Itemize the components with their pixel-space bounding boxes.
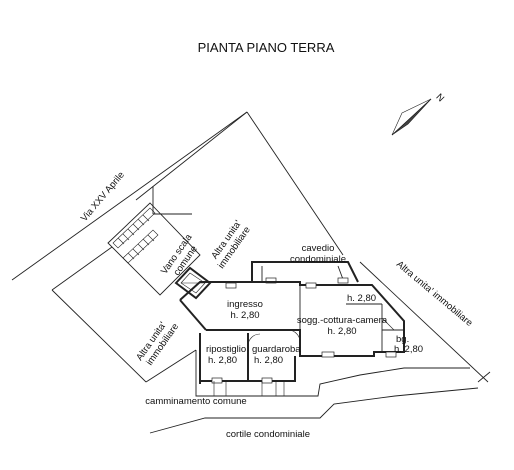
svg-text:cavedio: cavedio <box>302 243 335 254</box>
ingresso-label: ingresso h. 2,80 <box>227 299 263 321</box>
svg-text:condominiale: condominiale <box>290 254 346 265</box>
bagno-label: bg. h. 2,80 <box>394 334 423 355</box>
svg-text:h. 2,80: h. 2,80 <box>394 344 423 355</box>
soggiorno-height-top: h. 2,80 <box>347 293 376 304</box>
cavedio-label: cavedio condominiale <box>290 243 346 265</box>
svg-text:ingresso: ingresso <box>227 299 263 310</box>
other-unit-right-label: Altra unita' immobiliare <box>394 259 474 329</box>
site-context-lines <box>11 111 491 383</box>
common-stairwell <box>107 202 201 296</box>
walkway-lines <box>149 350 479 434</box>
svg-text:h. 2,80: h. 2,80 <box>208 355 237 366</box>
other-unit-top-label: Altra unita' immobiliare <box>209 218 253 271</box>
svg-text:bg.: bg. <box>396 334 409 345</box>
soggiorno-label: sogg.-cottura-camera h. 2,80 <box>297 315 388 337</box>
street-label: Via XXV Aprile <box>79 170 127 224</box>
plan-title: PIANTA PIANO TERRA <box>198 40 335 55</box>
apartment-walls <box>179 281 405 384</box>
svg-text:h. 2,80: h. 2,80 <box>254 355 283 366</box>
svg-text:h. 2,80: h. 2,80 <box>230 310 259 321</box>
north-arrow-icon: N <box>391 92 446 136</box>
other-unit-left-label: Altra unita' immobiliare <box>134 320 181 368</box>
north-label: N <box>433 92 446 105</box>
guardaroba-label: guardaroba h. 2,80 <box>252 344 301 366</box>
ripostiglio-label: ripostiglio h. 2,80 <box>206 344 246 366</box>
svg-text:ripostiglio: ripostiglio <box>206 344 246 355</box>
camminamento-label: camminamento comune <box>145 396 246 407</box>
cavedio-courtyard <box>251 261 359 284</box>
svg-text:h. 2,80: h. 2,80 <box>327 326 356 337</box>
svg-text:sogg.-cottura-camera: sogg.-cottura-camera <box>297 315 388 326</box>
svg-text:guardaroba: guardaroba <box>252 344 301 355</box>
cortile-label: cortile condominiale <box>226 429 310 440</box>
